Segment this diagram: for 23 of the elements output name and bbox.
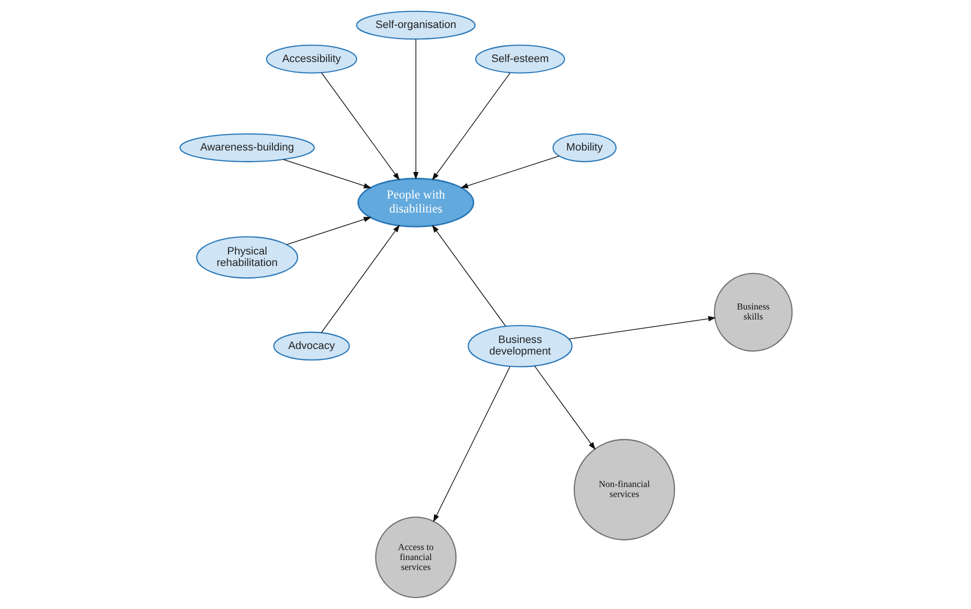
arrow	[431, 224, 506, 327]
arrow	[282, 159, 371, 188]
arrow	[534, 366, 595, 450]
node-ellipse: Self-esteem	[474, 44, 565, 74]
arrow	[431, 72, 510, 180]
node-ellipse: Accessibility	[265, 44, 357, 74]
arrow	[320, 224, 400, 333]
node-ellipse: Mobility	[552, 133, 616, 162]
node-ellipse: People with disabilities	[356, 178, 474, 228]
node-circle: Non-financial services	[573, 438, 675, 540]
node-circle: Access to financial services	[374, 516, 456, 598]
node-ellipse: Self-organisation	[356, 10, 476, 40]
arrow	[460, 156, 559, 188]
arrow	[432, 366, 510, 522]
arrow	[412, 38, 418, 180]
node-circle: Business skills	[713, 272, 792, 352]
node-ellipse: Awareness-building	[178, 133, 314, 162]
node-ellipse: Business development	[467, 324, 572, 368]
node-ellipse: Physical rehabilitation	[196, 236, 298, 279]
arrow	[568, 316, 716, 340]
arrow	[320, 72, 400, 180]
node-ellipse: Advocacy	[272, 332, 350, 361]
arrow	[286, 216, 371, 245]
